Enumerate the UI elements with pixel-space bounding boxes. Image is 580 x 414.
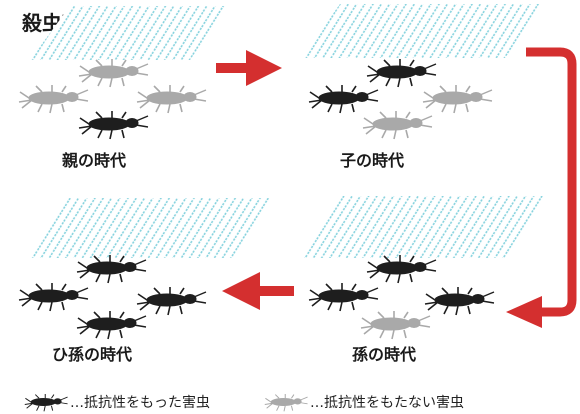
- legend: …抵抗性をもった害虫 …抵抗性をもたない害虫: [24, 393, 464, 412]
- insect-icon-resistant-greatgrandchild: [18, 282, 89, 312]
- insect-icon-resistant-greatgrandchild: [76, 254, 147, 284]
- panel-label-child: 子の時代: [340, 151, 404, 170]
- legend-susceptible-insect-icon: [264, 393, 309, 412]
- spray-area-child: [300, 4, 545, 58]
- arrow-right-icon: [216, 50, 282, 86]
- insect-icon-susceptible-parent: [136, 84, 207, 114]
- insect-icon-resistant-greatgrandchild: [136, 286, 207, 316]
- insect-icon-resistant-grandchild: [424, 286, 495, 316]
- insect-icon-resistant-grandchild: [366, 254, 437, 284]
- insect-icon-resistant-parent: [78, 110, 149, 140]
- insect-icon-resistant-grandchild: [308, 282, 379, 312]
- insect-icon-resistant-child: [308, 84, 379, 114]
- spray-area-greatgrandchild: [28, 198, 275, 258]
- insect-icon-susceptible-child: [422, 84, 493, 114]
- insect-icon-resistant-child: [366, 58, 437, 88]
- curved-arrow-icon: [506, 47, 577, 328]
- legend-resistant-insect-icon: [24, 393, 69, 412]
- panel-label-grandchild: 孫の時代: [352, 345, 416, 364]
- panel-label-greatgrandchild: ひ孫の時代: [52, 345, 132, 364]
- insect-icon-susceptible-grandchild: [360, 310, 431, 340]
- arrow-left-icon: [222, 272, 294, 310]
- spray-area-parent: [30, 6, 230, 60]
- insect-icon-susceptible-parent: [18, 84, 89, 114]
- spray-area-grandchild: [300, 196, 545, 258]
- insect-icon-resistant-greatgrandchild: [76, 310, 147, 340]
- legend-susceptible-label: …抵抗性をもたない害虫: [310, 395, 464, 411]
- insect-icon-susceptible-child: [362, 110, 433, 140]
- legend-resistant-label: …抵抗性をもった害虫: [70, 395, 210, 411]
- insect-icon-susceptible-parent: [78, 58, 149, 88]
- panel-label-parent: 親の時代: [62, 151, 126, 170]
